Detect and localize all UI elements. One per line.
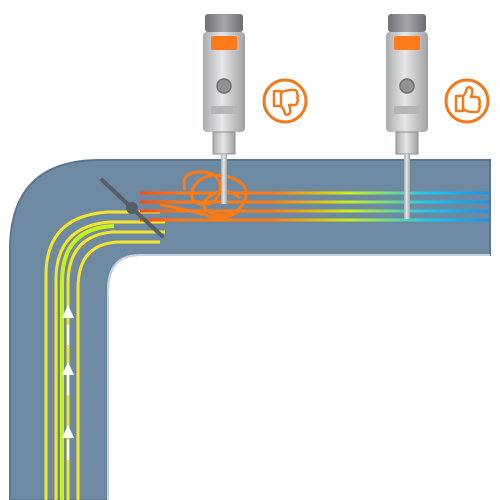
sensor-good-position [386,14,428,219]
sensor-display [211,36,237,50]
sensor-head [388,14,426,32]
butterfly-valve-icon [100,178,164,238]
flow-streams [44,170,490,500]
sensor-display [394,36,420,50]
arrow-up-icon [62,305,74,318]
flow-stream-vertical [44,210,165,500]
turbulence-swirl [159,170,248,220]
flow-stream-horizontal [140,191,490,222]
thumbs-up-icon [444,78,490,124]
pipe [9,159,491,500]
thumbs-down-icon [262,78,308,124]
flow-direction-arrows [62,305,74,460]
flow-stream-core [60,224,115,500]
arrow-up-icon [62,425,74,438]
sensor-head [205,14,243,32]
sensor-bad-position [203,14,245,204]
arrow-up-icon [62,362,74,375]
pipe-inner-edge [107,254,490,500]
